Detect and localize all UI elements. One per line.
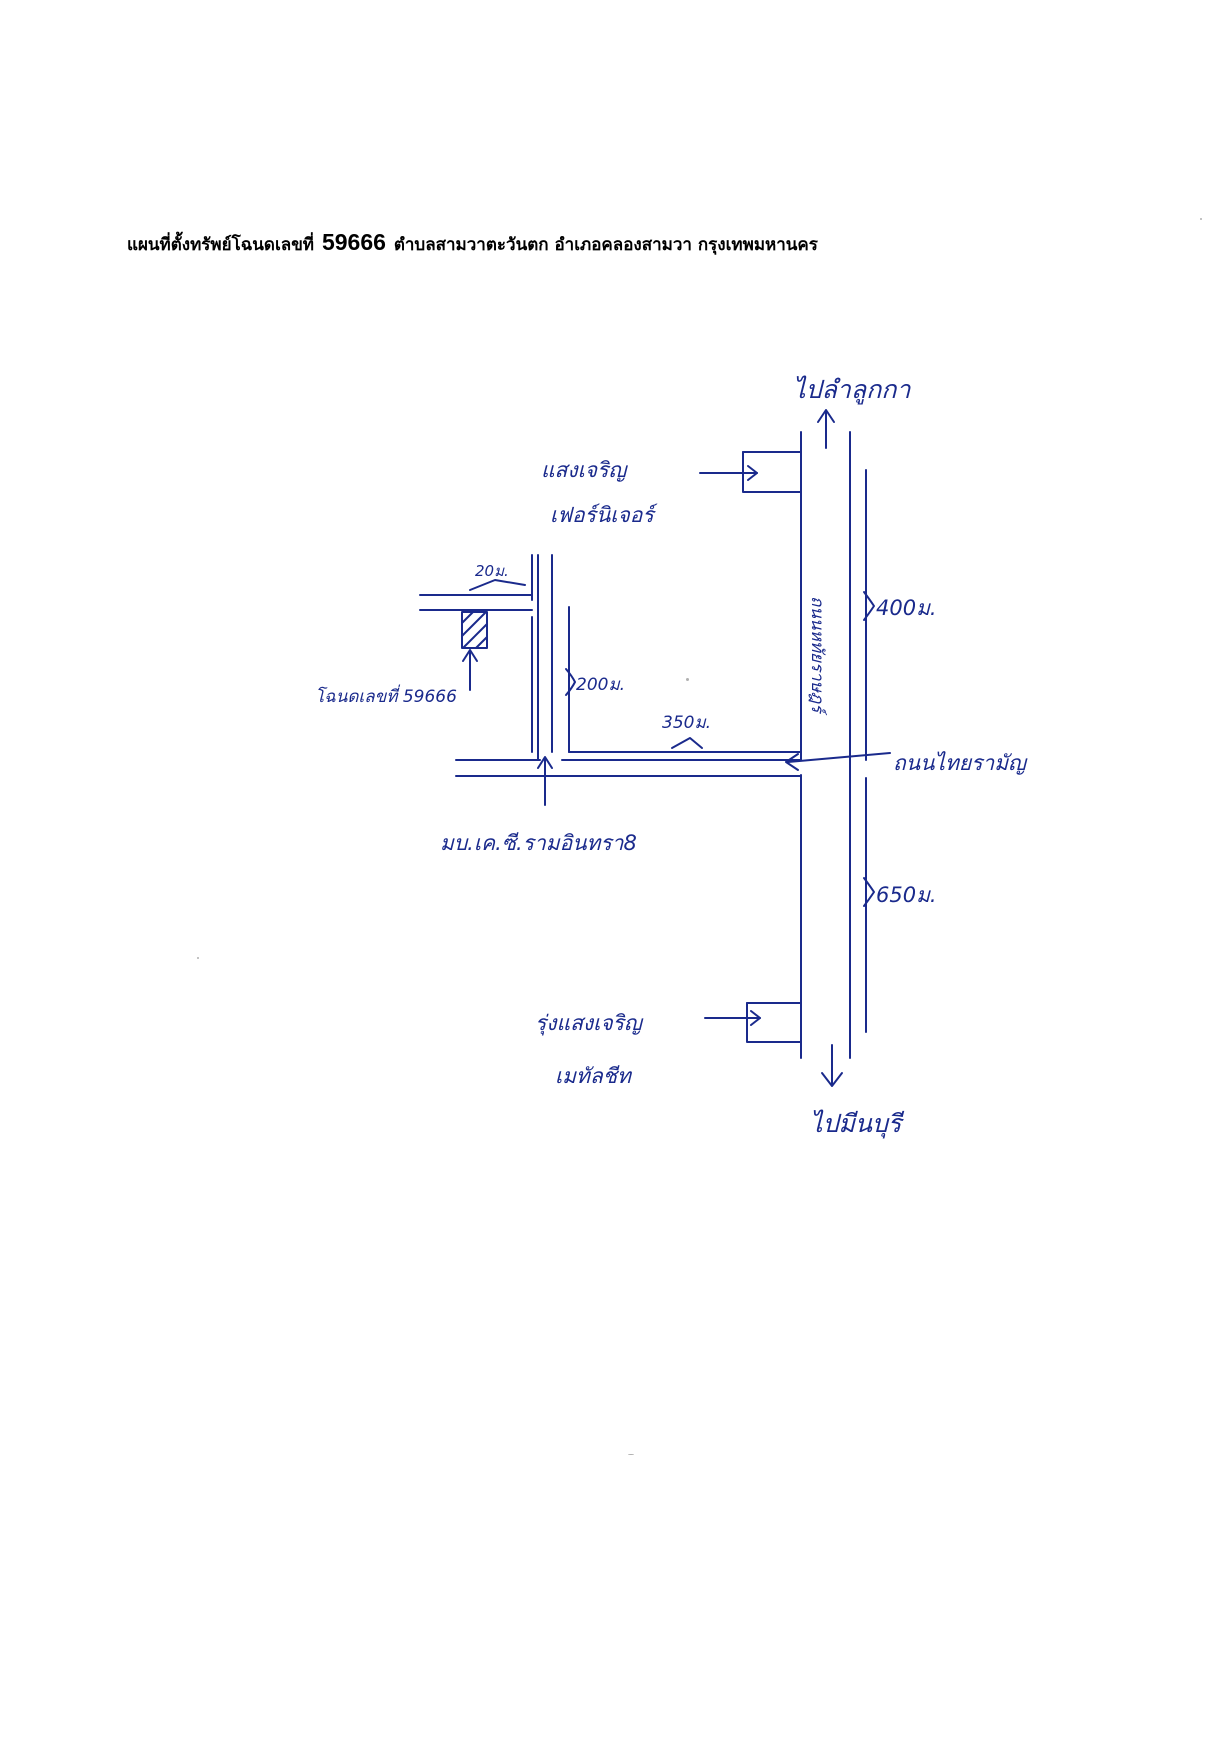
plot-lane [419,554,539,761]
title-prefix: แผนที่ตั้งทรัพย์โฉนดเลขที่ [127,235,315,255]
dist-north-label: 400ม. [876,596,937,620]
south-arrow-icon [821,1044,843,1087]
village-pointer-icon [537,756,553,806]
north-arrow-icon [817,409,835,449]
landmark-south-line1: รุ่งแสงเจริญ [535,1011,644,1036]
title-suffix: ตำบลสามวาตะวันตก อำเภอคลองสามวา กรุงเทพม… [393,235,818,255]
direction-north-label: ไปลำลูกกา [793,375,911,405]
deed-number: 59666 [321,229,386,255]
side-road [455,751,802,777]
dim-plot-icon [469,579,526,591]
direction-south-label: ไปมีนบุรี [810,1109,905,1139]
main-road-name: ถนนหทัยราษฎร์ [807,596,827,716]
brace-soi-icon [565,668,576,696]
dist-side-label: 350ม. [662,713,711,733]
dim-side-icon [671,737,703,749]
dist-south-label: 650ม. [876,883,937,907]
landmark-north-line2: เฟอร์นิเจอร์ [550,503,658,527]
plot-label: โฉนดเลขที่ 59666 [315,684,457,707]
metal-sheet-shop-marker [704,1002,802,1043]
document-title: แผนที่ตั้งทรัพย์โฉนดเลขที่ 59666 ตำบลสาม… [127,229,818,258]
scan-speck [197,957,199,959]
plot-outline [461,611,488,649]
dist-soi-label: 200ม. [576,675,625,695]
scan-speck [1200,218,1202,220]
subject-plot [461,611,488,649]
side-road-name: ถนนไทยรามัญ [893,751,1028,775]
furniture-shop-marker [699,451,802,493]
plot-pointer-icon [462,649,478,691]
plot-hatch-icon [461,611,488,649]
scan-speck [628,1454,634,1455]
brace-north-icon [863,591,875,621]
soi-road [531,554,570,753]
landmark-north-line1: แสงเจริญ [541,458,628,482]
dist-plot-label: 20ม. [475,562,509,580]
side-road-pointer-icon [785,752,891,771]
main-road [800,431,867,1059]
landmark-south-line2: เมทัลชีท [555,1064,633,1088]
village-label: มบ.เค.ซี.รามอินทรา8 [440,831,637,855]
brace-south-icon [863,877,875,907]
scan-speck [686,678,689,681]
